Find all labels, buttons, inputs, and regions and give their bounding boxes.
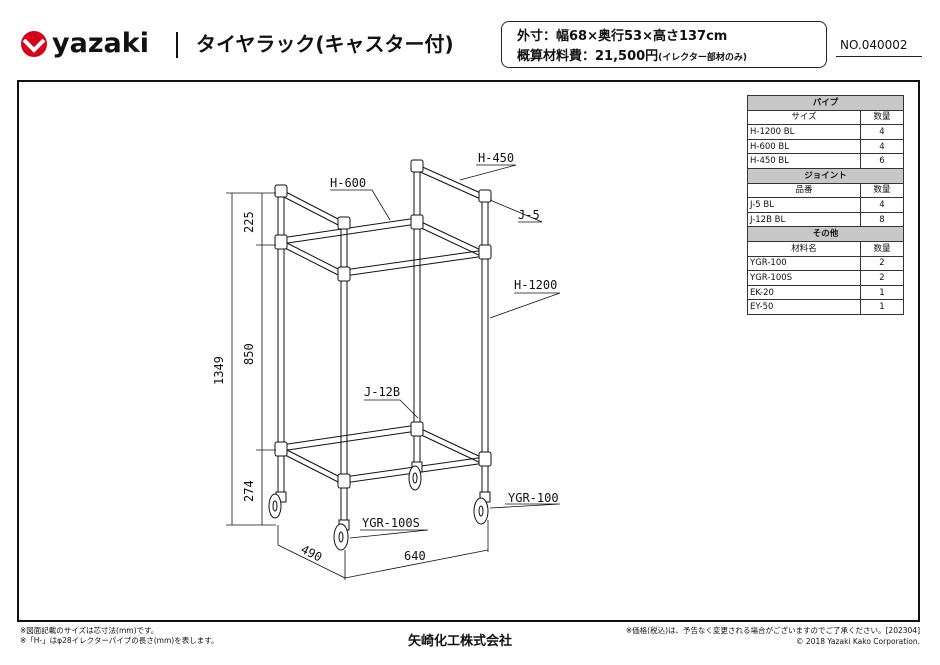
- part-name: H-600 BL: [747, 138, 861, 155]
- parts-column-header: サイズ数量: [747, 109, 904, 126]
- part-name: EY-50: [747, 299, 861, 315]
- page-title: タイヤラック(キャスター付): [196, 32, 454, 56]
- part-name: J-5 BL: [747, 197, 861, 213]
- label-j5: J-5: [518, 208, 540, 222]
- parts-section-title: ジョイント: [747, 167, 904, 184]
- part-name: J-12B BL: [747, 211, 861, 228]
- parts-col-name: 材料名: [747, 240, 861, 257]
- rack-frame-lines: [277, 164, 489, 525]
- label-ygr100s: YGR-100S: [362, 516, 420, 530]
- document-number: NO.040002: [840, 38, 908, 52]
- parts-column-header: 品番数量: [747, 182, 904, 199]
- parts-section-title: その他: [747, 226, 904, 242]
- parts-col-name: 品番: [747, 182, 861, 199]
- brand-logo: yazaki: [20, 30, 149, 58]
- parts-section-header: パイプ: [747, 95, 904, 111]
- parts-col-qty: 数量: [860, 182, 904, 199]
- part-name: H-450 BL: [747, 153, 861, 169]
- brand-name: yazaki: [52, 28, 149, 59]
- company-name: 矢崎化工株式会社: [408, 634, 513, 649]
- spec-cost-label: 概算材料費：21,500円: [517, 49, 659, 64]
- part-name: YGR-100: [747, 255, 861, 272]
- leader-lines: [330, 164, 561, 539]
- part-qty: 2: [860, 270, 904, 286]
- dim-274: 274: [242, 480, 256, 502]
- part-qty: 2: [860, 255, 904, 272]
- spec-box: [501, 21, 827, 68]
- copyright: © 2018 Yazaki Kako Corporation.: [796, 637, 920, 646]
- label-h600: H-600: [330, 176, 366, 190]
- parts-col-name: サイズ: [747, 109, 861, 126]
- parts-col-qty: 数量: [860, 109, 904, 126]
- yazaki-logo-icon: [21, 31, 47, 57]
- part-name: YGR-100S: [747, 270, 861, 286]
- document-number-underline: [836, 56, 922, 57]
- part-qty: 4: [860, 197, 904, 213]
- parts-section-title: パイプ: [747, 95, 904, 111]
- dimension-lines: [226, 192, 489, 580]
- label-ygr100: YGR-100: [508, 491, 559, 505]
- dim-850: 850: [242, 343, 256, 365]
- footer-notes: ※図面記載のサイズは芯寸法(mm)です。 ※「H-」はφ28イレクターパイプの長…: [20, 626, 218, 646]
- label-h450: H-450: [478, 151, 514, 165]
- dim-640: 640: [404, 549, 426, 563]
- parts-section-header: その他: [747, 226, 904, 242]
- parts-section-header: ジョイント: [747, 167, 904, 184]
- part-qty: 8: [860, 211, 904, 228]
- dim-490: 490: [299, 542, 325, 564]
- drawing-frame: [17, 80, 920, 622]
- spec-size: 外寸：幅68×奥行53×高さ137cm: [517, 29, 728, 44]
- part-labels: H-600 H-450 J-5 H-1200 J-12B YGR-100 YGR…: [330, 151, 559, 530]
- part-name: H-1200 BL: [747, 124, 861, 140]
- casters: [268, 461, 491, 551]
- part-qty: 1: [860, 299, 904, 315]
- joints: [274, 159, 492, 489]
- part-qty: 4: [860, 124, 904, 140]
- part-qty: 6: [860, 153, 904, 169]
- footer-note-1: ※図面記載のサイズは芯寸法(mm)です。: [20, 626, 159, 635]
- header-divider: [176, 32, 178, 58]
- dim-225: 225: [242, 211, 256, 233]
- label-j12b: J-12B: [364, 385, 400, 399]
- price-note: ※価格(税込)は、予告なく変更される場合がございますのでご了承ください。[202…: [625, 626, 920, 635]
- parts-column-header: 材料名数量: [747, 240, 904, 257]
- part-qty: 1: [860, 284, 904, 301]
- spec-cost: 概算材料費：21,500円(イレクター部材のみ): [517, 45, 747, 64]
- dim-1349: 1349: [212, 356, 226, 385]
- spec-cost-note: (イレクター部材のみ): [658, 53, 748, 63]
- part-name: EK-20: [747, 284, 861, 301]
- footer-note-2: ※「H-」はφ28イレクターパイプの長さ(mm)を表します。: [20, 636, 219, 645]
- label-h1200: H-1200: [514, 278, 557, 292]
- parts-col-qty: 数量: [860, 240, 904, 257]
- part-qty: 4: [860, 138, 904, 155]
